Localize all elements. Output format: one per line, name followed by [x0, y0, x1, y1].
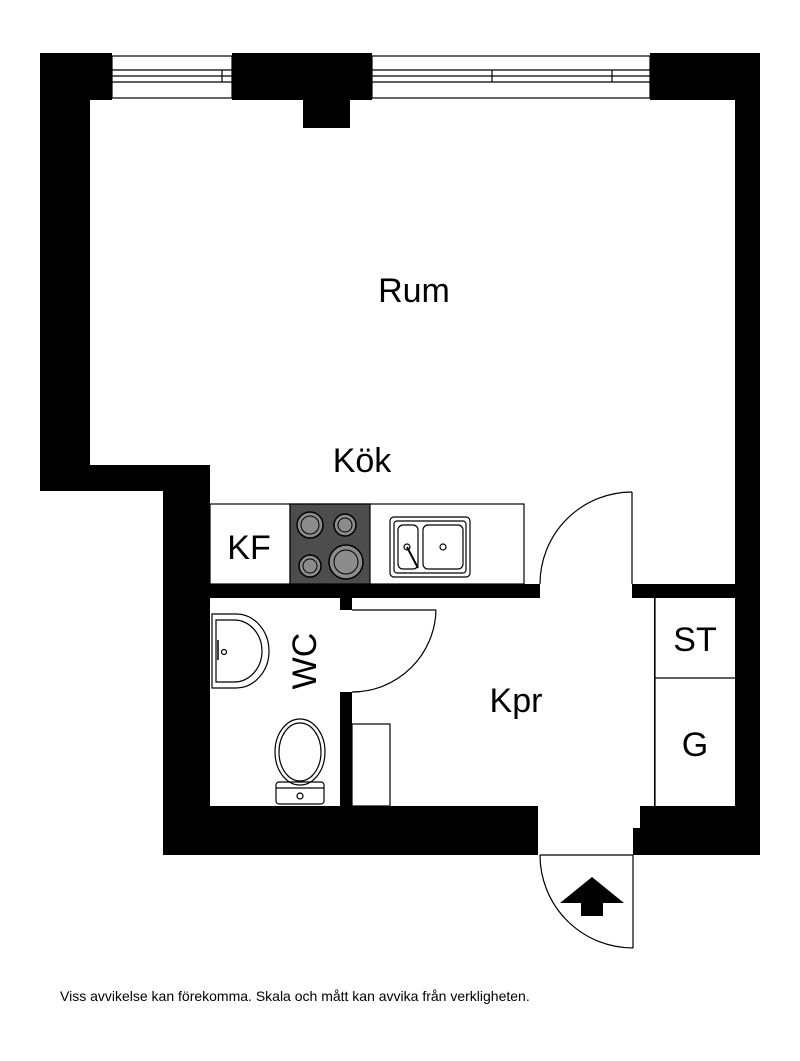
- interior-walls: [210, 584, 735, 806]
- room-label-fridge-freezer: KF: [227, 529, 270, 567]
- room-label-living: Rum: [378, 272, 450, 310]
- window-right: [371, 55, 651, 99]
- kitchen-sink-icon: [389, 516, 471, 578]
- outer-walls: [40, 53, 760, 855]
- room-label-wardrobe: G: [682, 726, 708, 764]
- room-label-toilet: WC: [286, 633, 324, 690]
- window-left: [111, 55, 233, 99]
- closets: [654, 598, 735, 806]
- wc-door: [351, 609, 437, 693]
- room-label-hall: Kpr: [490, 682, 543, 720]
- disclaimer-text: Viss avvikelse kan förekomma. Skala och …: [60, 988, 530, 1004]
- kitchen-door: [539, 491, 633, 585]
- room-label-kitchen: Kök: [333, 442, 393, 480]
- stove-icon: [289, 503, 371, 585]
- entrance-arrow-icon: [560, 877, 624, 916]
- toilet-icon: [274, 718, 326, 805]
- entrance-door: [539, 854, 634, 949]
- washbasin-icon: [211, 613, 270, 689]
- room-label-storage: ST: [673, 621, 716, 659]
- hall-cabinet: [351, 723, 391, 807]
